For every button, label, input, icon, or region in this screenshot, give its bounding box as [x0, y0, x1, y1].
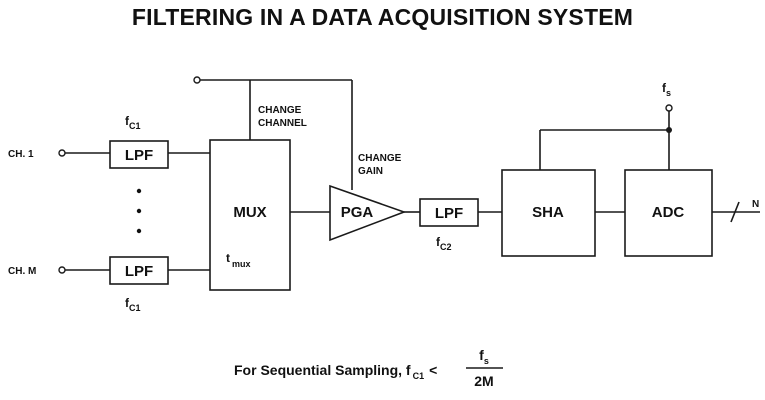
sha-block: SHA [501, 169, 596, 257]
pga-amplifier: PGA [329, 184, 407, 242]
bus-slash-marker [730, 201, 740, 223]
svg-text:LPF: LPF [125, 147, 153, 164]
svg-text:SHA: SHA [532, 204, 564, 221]
svg-text:PGA: PGA [341, 204, 374, 221]
chm-input-terminal [58, 266, 66, 274]
ch1-label: CH. 1 [8, 149, 34, 160]
channel-ellipsis-dots [136, 188, 142, 234]
fc1-top-label: fC1 [125, 114, 141, 131]
change-gain-label-line2: GAIN [358, 166, 383, 177]
fs-clock-terminal [665, 104, 673, 112]
svg-text:ADC: ADC [652, 204, 685, 221]
change-channel-label-line2: CHANNEL [258, 118, 307, 129]
lpf-block-chm: LPF [109, 256, 169, 285]
fc2-label: fC2 [436, 235, 452, 252]
fc1-bottom-label: fC1 [125, 296, 141, 313]
svg-text:MUX: MUX [233, 204, 266, 221]
ch1-input-terminal [58, 149, 66, 157]
svg-text:LPF: LPF [435, 205, 463, 222]
page-title: FILTERING IN A DATA ACQUISITION SYSTEM [131, 4, 634, 30]
mux-block: MUX [209, 139, 291, 291]
fs-label: fs [662, 81, 671, 98]
chm-label: CH. M [8, 266, 36, 277]
signal-wires [65, 79, 760, 271]
svg-text:For Sequential Sampling, fC1<: For Sequential Sampling, fC1< [234, 362, 437, 381]
svg-text:fs: fs [479, 347, 489, 366]
svg-text:2M: 2M [474, 373, 493, 389]
lpf-block-ch1: LPF [109, 140, 169, 169]
change-channel-label-line1: CHANGE [258, 105, 302, 116]
svg-text:LPF: LPF [125, 263, 153, 280]
adc-block: ADC [624, 169, 713, 257]
change-gain-label-line1: CHANGE [358, 153, 402, 164]
output-bits-label: N [752, 199, 759, 210]
fs-node-dot [666, 127, 672, 133]
lpf-block-output: LPF [419, 198, 479, 227]
control-input-terminal [193, 76, 201, 84]
